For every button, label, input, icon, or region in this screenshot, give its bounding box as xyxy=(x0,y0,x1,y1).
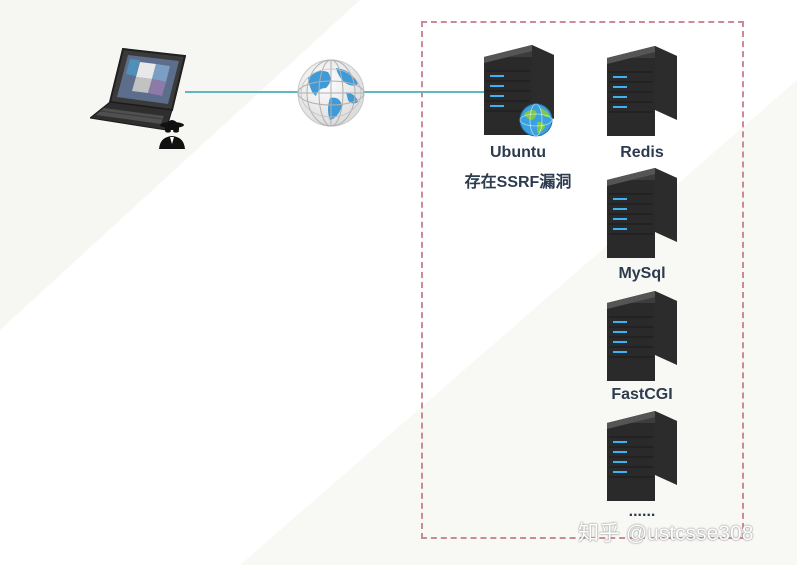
server-icon[interactable] xyxy=(607,46,677,138)
server-icon[interactable] xyxy=(607,168,677,260)
watermark: 知乎 @ustcsse308 xyxy=(578,522,754,545)
globe-icon xyxy=(297,59,365,127)
laptop-icon[interactable] xyxy=(90,46,186,132)
server-icon[interactable] xyxy=(607,291,677,383)
small-globe-icon xyxy=(519,103,553,137)
link-laptop-globe xyxy=(185,91,300,93)
fastcgi-label: FastCGI xyxy=(611,386,673,403)
hacker-icon xyxy=(159,120,185,149)
internal-network-boundary xyxy=(421,21,744,539)
mysql-label: MySql xyxy=(618,265,666,282)
ubuntu-ssrf-note: 存在SSRF漏洞 xyxy=(464,174,572,191)
redis-label: Redis xyxy=(620,144,664,161)
ubuntu-label: Ubuntu xyxy=(490,144,546,161)
server-icon[interactable] xyxy=(607,411,677,503)
more-servers-label: ...... xyxy=(628,503,656,520)
link-globe-ubuntu xyxy=(362,91,488,93)
